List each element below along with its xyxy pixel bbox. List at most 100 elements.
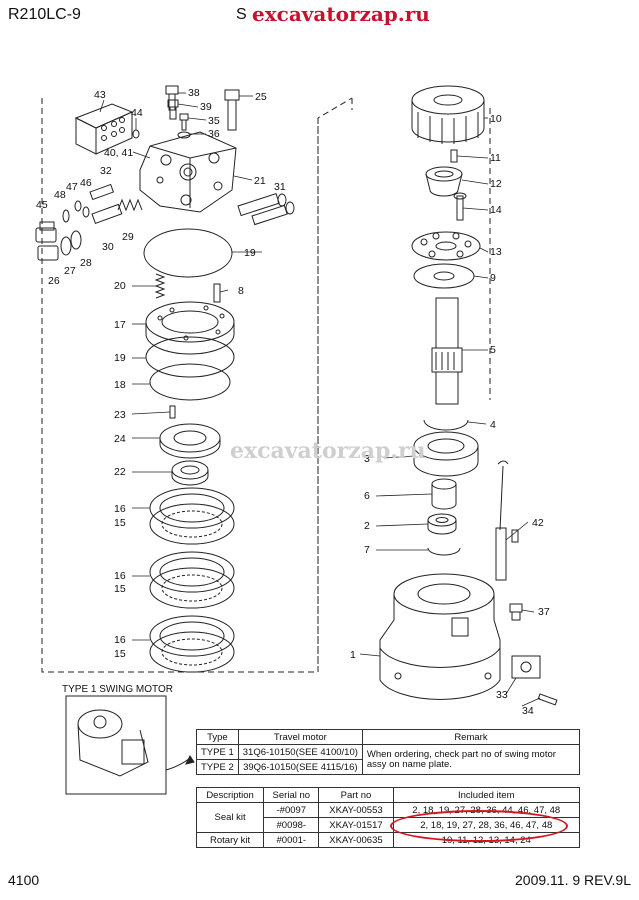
- ball-guide-12: [425, 166, 463, 197]
- spring-11: [450, 149, 458, 163]
- callout-37: 37: [538, 606, 550, 618]
- callout-13: 13: [490, 246, 502, 258]
- highlight-ellipse: [390, 810, 568, 842]
- center-watermark: excavatorzap.ru: [230, 438, 426, 464]
- travel-header-remark: Remark: [361, 729, 581, 745]
- callout-45: 45: [36, 199, 48, 211]
- seal-part-1: XKAY-00553: [318, 802, 394, 818]
- callout-7: 7: [364, 544, 370, 556]
- callout-6: 6: [364, 490, 370, 502]
- plug-37: [509, 603, 523, 621]
- plug-32: [89, 183, 115, 201]
- callout-33: 33: [496, 689, 508, 701]
- brand-watermark: excavatorzap.ru: [248, 2, 434, 26]
- page-number: 4100: [8, 872, 40, 888]
- seal-serial-2: #0098-: [263, 817, 320, 833]
- oring-18: [149, 363, 231, 401]
- plug-26: [37, 245, 59, 261]
- callout-9: 9: [490, 272, 496, 284]
- travel-motor-table: Type Travel motor Remark TYPE 1 31Q6-101…: [196, 729, 581, 775]
- rotor-10: [411, 85, 485, 144]
- plate-13: [411, 231, 481, 261]
- oring-19-mid: [145, 336, 235, 378]
- revision-date: 2009.11. 9 REV.9L: [515, 872, 631, 888]
- callout-31: 31: [274, 181, 286, 193]
- bearing-22: [171, 460, 209, 486]
- callout-40-41: 40, 41: [104, 147, 133, 159]
- callout-43: 43: [94, 89, 106, 101]
- callout-4: 4: [490, 419, 496, 431]
- callout-18: 18: [114, 379, 126, 391]
- callout-28: 28: [80, 257, 92, 269]
- rotary-kit-label: Rotary kit: [195, 832, 265, 848]
- seal-part-2: XKAY-01517: [318, 817, 394, 833]
- callout-17: 17: [114, 319, 126, 331]
- callout-21: 21: [254, 175, 266, 187]
- friction-plates-1: [149, 487, 235, 545]
- callout-20: 20: [114, 280, 126, 292]
- pin-23: [169, 405, 176, 419]
- seal-serial-1: -#0097: [263, 802, 320, 818]
- oring-46: [82, 206, 90, 218]
- kit-header-part: Part no: [318, 787, 394, 803]
- callout-39: 39: [200, 101, 212, 113]
- piston-14: [453, 192, 467, 221]
- travel-header-type: Type: [196, 729, 239, 745]
- callout-47: 47: [66, 181, 78, 193]
- callout-2: 2: [364, 520, 370, 532]
- callout-24: 24: [114, 433, 126, 445]
- callout-30: 30: [102, 241, 114, 253]
- snap-ring-7: [427, 547, 461, 556]
- callout-3: 3: [364, 453, 370, 465]
- pin-8: [213, 283, 221, 303]
- callout-15a: 15: [114, 517, 126, 529]
- ring-28: [70, 230, 82, 250]
- table-row: TYPE 1 31Q6-10150(SEE 4100/10) When orde…: [196, 744, 581, 775]
- valve-33: [511, 655, 541, 679]
- bolt-35: [179, 113, 189, 131]
- callout-15c: 15: [114, 648, 126, 660]
- callout-11: 11: [490, 152, 501, 164]
- callout-14: 14: [490, 204, 502, 216]
- callout-27: 27: [64, 265, 76, 277]
- inset-label: TYPE 1 SWING MOTOR: [62, 684, 173, 695]
- cover-block: [139, 131, 237, 213]
- plug-45: [35, 221, 57, 243]
- callout-19-mid: 19: [114, 352, 126, 364]
- kit-header-desc: Description: [195, 787, 265, 803]
- kit-header-serial: Serial no: [263, 787, 320, 803]
- callout-19-top: 19: [244, 247, 256, 259]
- ring-27: [60, 236, 72, 256]
- callout-labels: 43 44 38 39 35 36 25 40, 41 32 47 46 48 …: [36, 87, 550, 717]
- inset-frame: [65, 695, 167, 795]
- callout-16b: 16: [114, 570, 126, 582]
- oring-19-top: [143, 228, 233, 278]
- travel-motor-1: 31Q6-10150(SEE 4100/10): [237, 744, 363, 760]
- callout-29: 29: [122, 231, 134, 243]
- seal-2: [427, 513, 457, 535]
- callout-16a: 16: [114, 503, 126, 515]
- title-left: S: [236, 6, 247, 23]
- spring-29: [117, 198, 143, 212]
- callout-48: 48: [54, 189, 66, 201]
- plate-24: [159, 423, 221, 459]
- callout-42: 42: [532, 517, 544, 529]
- callout-15b: 15: [114, 583, 126, 595]
- callout-32: 32: [100, 165, 112, 177]
- bolt-38: [165, 85, 179, 111]
- rotary-part: XKAY-00635: [318, 832, 394, 848]
- bolt-39: [167, 99, 179, 120]
- valve-30: [91, 203, 123, 225]
- bolt-25: [224, 89, 240, 131]
- housing-17: [145, 301, 235, 355]
- table-row: TYPE 2 39Q6-10150(SEE 4115/16): [196, 759, 580, 775]
- valve-block-43: [74, 103, 134, 155]
- callout-12: 12: [490, 178, 502, 190]
- rotary-serial: #0001-: [263, 832, 320, 848]
- friction-plates-2: [149, 551, 235, 609]
- travel-motor-2: 39Q6-10150(SEE 4115/16): [237, 759, 363, 775]
- shaft-5: [431, 297, 463, 405]
- oring-44: [132, 129, 140, 139]
- callout-35: 35: [208, 115, 220, 127]
